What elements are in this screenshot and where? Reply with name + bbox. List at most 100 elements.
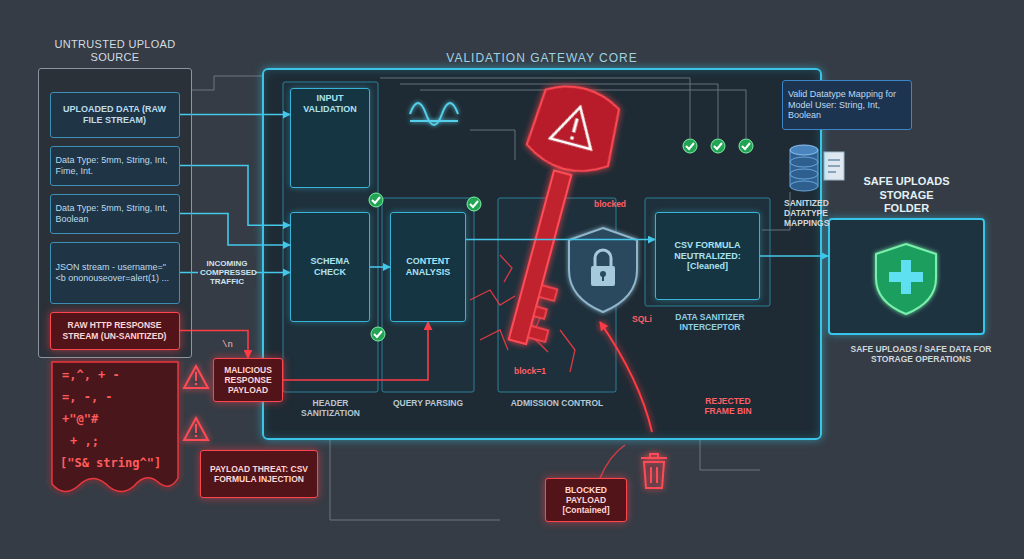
stage-name: HEADER SANITIZATION — [283, 398, 378, 418]
warning-mark — [195, 424, 197, 433]
check-mark — [467, 197, 481, 211]
check-mark — [470, 201, 478, 207]
box-text: JSON stream - username="<b ononouseover=… — [56, 262, 174, 284]
payload-glyphs: + ,; — [70, 434, 174, 448]
circuit-trace — [192, 76, 790, 520]
warning-triangle — [184, 366, 208, 440]
check-mark — [739, 139, 753, 153]
wave-symbol — [410, 103, 458, 125]
circuit-trace — [700, 440, 760, 470]
red-glitch-trace — [560, 330, 575, 372]
red-key — [550, 102, 600, 150]
storage-box: SAFE UPLOADS STORAGE FOLDER — [828, 218, 985, 335]
box-text: PAYLOAD THREAT: CSV FORMULA INJECTION — [206, 464, 312, 484]
red-key — [509, 170, 572, 344]
red-glitch-trace — [470, 290, 515, 305]
storage-caption: SAFE UPLOADS / SAFE DATA FOR STORAGE OPE… — [846, 344, 996, 364]
data-box: JSON stream - username="<b ononouseover=… — [50, 242, 180, 304]
mapping-box: Valid Datatype Mapping for Model User: S… — [782, 80, 912, 130]
circuit-trace — [330, 440, 500, 520]
process-box: CSV FORMULA NEUTRALIZED: [Cleaned] — [655, 212, 760, 300]
flow-arrow — [466, 239, 655, 241]
data-box: Data Type: 5mm, String, Int, Fime, Int. — [50, 146, 180, 186]
edge-label: INCOMING COMPRESSED TRAFFIC — [198, 258, 256, 288]
source-panel: UNTRUSTED UPLOAD SOURCEUPLOADED DATA (RA… — [38, 68, 192, 358]
gateway-panel-fill — [262, 68, 822, 440]
red-key — [534, 306, 547, 319]
process-box: INPUT VALIDATION — [290, 88, 370, 188]
warning-triangle — [184, 366, 208, 388]
threat-arrow — [283, 322, 428, 380]
process-box: CONTENT ANALYSIS — [390, 212, 466, 322]
database-icon — [790, 169, 818, 179]
check-mark — [711, 139, 725, 153]
process-box: SCHEMA CHECK — [290, 212, 370, 322]
red-key — [523, 78, 626, 180]
safe-shield — [889, 272, 923, 282]
gateway-panel: VALIDATION GATEWAY COREINPUT VALIDATIONS… — [262, 68, 822, 440]
lock-shield — [602, 274, 604, 281]
database-icon — [790, 181, 818, 191]
payload-glyphs: +"@"# — [62, 412, 174, 426]
safe-shield — [876, 244, 936, 314]
circuit-trace — [192, 76, 262, 90]
check-mark — [683, 139, 697, 153]
check-mark — [714, 143, 722, 149]
stage-frame — [283, 82, 378, 392]
warning-mark — [195, 372, 198, 437]
box-text: UPLOADED DATA (RAW FILE STREAM) — [56, 104, 174, 126]
warning-mark — [195, 435, 198, 438]
lock-shield — [591, 266, 615, 286]
flow-arrow — [180, 114, 291, 116]
stage-name: QUERY PARSING — [382, 398, 474, 408]
threat-arrow — [180, 331, 249, 359]
document-icon — [828, 160, 840, 172]
status-tag: block=1 — [505, 366, 555, 376]
red-key — [572, 118, 579, 132]
stage-name: ADMISSION CONTROL — [498, 398, 616, 408]
box-text: MALICIOUS RESPONSE PAYLOAD — [219, 365, 277, 396]
check-mark — [369, 139, 753, 341]
threat-box: RAW HTTP RESPONSE STREAM (UN-SANITIZED) — [50, 312, 180, 350]
database-icon — [790, 145, 818, 191]
payload-glyphs: =, -, - — [62, 390, 174, 404]
red-glitch-trace — [480, 330, 508, 350]
stage-frame — [283, 82, 770, 392]
threat-box: PAYLOAD THREAT: CSV FORMULA INJECTION — [200, 450, 318, 498]
panel-heading: SAFE UPLOADS STORAGE FOLDER — [858, 175, 955, 215]
payload-glyphs: ["S& string^"] — [60, 456, 174, 470]
box-text: CSV FORMULA NEUTRALIZED: [Cleaned] — [661, 240, 754, 272]
document-icon — [824, 152, 844, 180]
mapping-caption: SANITIZED DATATYPE MAPPINGS — [784, 198, 852, 229]
flow-arrow — [180, 166, 291, 226]
bin-caption: REJECTED FRAME BIN — [690, 396, 766, 416]
check-mark — [372, 197, 380, 203]
check-mark — [686, 143, 694, 149]
warning-triangle — [184, 418, 208, 440]
check-mark — [742, 143, 750, 149]
document-icon — [824, 152, 844, 180]
threat-arrow — [600, 322, 652, 432]
red-glitch-trace — [500, 255, 512, 282]
box-text: Valid Datatype Mapping for Model User: S… — [788, 89, 906, 121]
box-text: BLOCKED PAYLOAD [Contained] — [551, 485, 621, 516]
connector-layer — [180, 115, 829, 381]
box-text: Data Type: 5mm, String, Int, Boolean — [56, 203, 174, 225]
escape-sequence: \n — [222, 340, 238, 351]
data-box: Data Type: 5mm, String, Int, Boolean — [50, 194, 180, 234]
flow-arrow — [370, 266, 390, 268]
flow-arrow — [180, 214, 291, 246]
status-tag: blocked — [588, 199, 632, 209]
lock-shield — [569, 228, 637, 312]
check-mark — [371, 327, 385, 341]
database-icon — [790, 157, 818, 167]
threat-box: BLOCKED PAYLOAD [Contained] — [545, 478, 627, 522]
circuit-trace — [470, 130, 515, 160]
source-panel-fill — [38, 68, 192, 358]
box-text: RAW HTTP RESPONSE STREAM (UN-SANITIZED) — [56, 320, 174, 340]
red-key — [528, 326, 548, 342]
red-key — [570, 136, 574, 140]
payload-scroll — [52, 362, 178, 492]
payload-glyphs: =,^, + - — [62, 368, 174, 382]
